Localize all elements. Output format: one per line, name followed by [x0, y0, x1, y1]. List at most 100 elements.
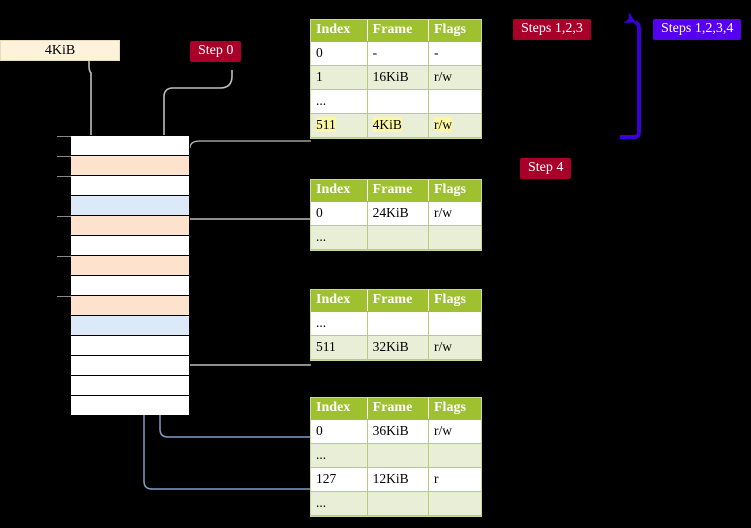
table-cell: ... — [311, 443, 368, 468]
table-cell — [428, 443, 481, 468]
memory-frame-row — [57, 135, 189, 155]
table-cell: 511 — [311, 335, 368, 360]
table-cell: 0 — [311, 41, 368, 66]
memory-frame-row — [71, 315, 189, 335]
table-header-cell: Index — [311, 20, 368, 42]
table-cell: 127 — [311, 467, 368, 492]
table-cell: r/w — [428, 335, 481, 360]
table-header-cell: Flags — [428, 290, 481, 312]
table-row: ... — [311, 491, 481, 516]
table-cell: r/w — [428, 419, 481, 444]
table-row: ... — [311, 225, 481, 250]
table-cell — [367, 225, 430, 250]
table-cell: 1 — [311, 65, 368, 90]
table-cell: 24KiB — [367, 201, 430, 226]
table-row: ... — [311, 443, 481, 468]
table-header-cell: Index — [311, 180, 368, 202]
memory-row-tick — [57, 296, 71, 297]
wire-pdp-to-mem — [175, 218, 311, 254]
table-cell: ... — [311, 225, 368, 250]
highlighted-value: 511 — [316, 117, 336, 132]
memory-frame-row — [57, 155, 189, 175]
memory-frame-row — [57, 175, 189, 195]
steps-1234-badge: Steps 1,2,3,4 — [653, 19, 742, 40]
memory-row-tick — [57, 256, 71, 257]
table-cell: - — [428, 41, 481, 66]
steps-123-badge: Steps 1,2,3 — [513, 19, 591, 40]
memory-frame-row — [57, 215, 189, 235]
table-header-cell: Index — [311, 290, 368, 312]
table-cell: ... — [311, 491, 368, 516]
table-cell — [428, 311, 481, 336]
table-cell: 36KiB — [367, 419, 430, 444]
table-header-cell: Flags — [428, 180, 481, 202]
highlighted-value: r/w — [434, 117, 452, 132]
table-cell: 0 — [311, 201, 368, 226]
table-cell — [428, 491, 481, 516]
table-row: 511 4KiB r/w — [311, 113, 481, 138]
table-cell: r/w — [428, 201, 481, 226]
table-header-cell: Flags — [428, 20, 481, 42]
memory-frame-row — [57, 255, 189, 275]
physical-memory-column — [57, 135, 190, 415]
table-row: ... — [311, 311, 481, 336]
table-cell — [367, 443, 430, 468]
memory-frame-row — [57, 295, 189, 315]
memory-row-tick — [57, 156, 71, 157]
table-header-cell: Frame — [367, 20, 430, 42]
table-cell — [367, 311, 430, 336]
table-header-cell: Index — [311, 398, 368, 420]
step-0-badge: Step 0 — [190, 41, 242, 62]
step-4-badge: Step 4 — [520, 158, 572, 179]
table-cell: 0 — [311, 419, 368, 444]
table-cell — [428, 225, 481, 250]
table-row: ... — [311, 89, 481, 114]
table-header-cell: Frame — [367, 290, 430, 312]
memory-frame-row — [71, 195, 189, 215]
memory-frame-row — [71, 395, 189, 415]
memory-frame-row — [71, 235, 189, 255]
highlighted-value: 4KiB — [372, 117, 402, 132]
table-cell: r/w — [428, 65, 481, 90]
table-cell: r — [428, 467, 481, 492]
table-row: 0-- — [311, 41, 481, 66]
memory-row-tick — [57, 176, 71, 177]
table-header-cell: Frame — [367, 398, 430, 420]
memory-frame-row — [71, 355, 189, 375]
table-cell — [428, 89, 481, 114]
wire-step0-down — [163, 70, 233, 141]
memory-frame-row — [71, 335, 189, 355]
memory-frame-row — [71, 375, 189, 395]
table-cell: 12KiB — [367, 467, 430, 492]
table-cell — [367, 491, 430, 516]
memory-frame-row — [71, 275, 189, 295]
table-cell: ... — [311, 311, 368, 336]
table-header-cell: Frame — [367, 180, 430, 202]
memory-row-tick — [57, 136, 71, 137]
memory-row-tick — [57, 216, 71, 217]
frame-size-label: 4KiB — [44, 43, 76, 58]
table-cell: 511 — [311, 113, 368, 138]
wire-pd-to-mem — [180, 308, 311, 366]
table-cell: 4KiB — [367, 113, 430, 138]
table-header-cell: Flags — [428, 398, 481, 420]
table-cell: - — [367, 41, 430, 66]
table-cell: 16KiB — [367, 65, 430, 90]
table-cell: 32KiB — [367, 335, 430, 360]
table-cell: r/w — [428, 113, 481, 138]
frame-size-box: 4KiB — [0, 40, 120, 61]
wire-steps-bracket — [620, 12, 641, 139]
table-cell: ... — [311, 89, 368, 114]
